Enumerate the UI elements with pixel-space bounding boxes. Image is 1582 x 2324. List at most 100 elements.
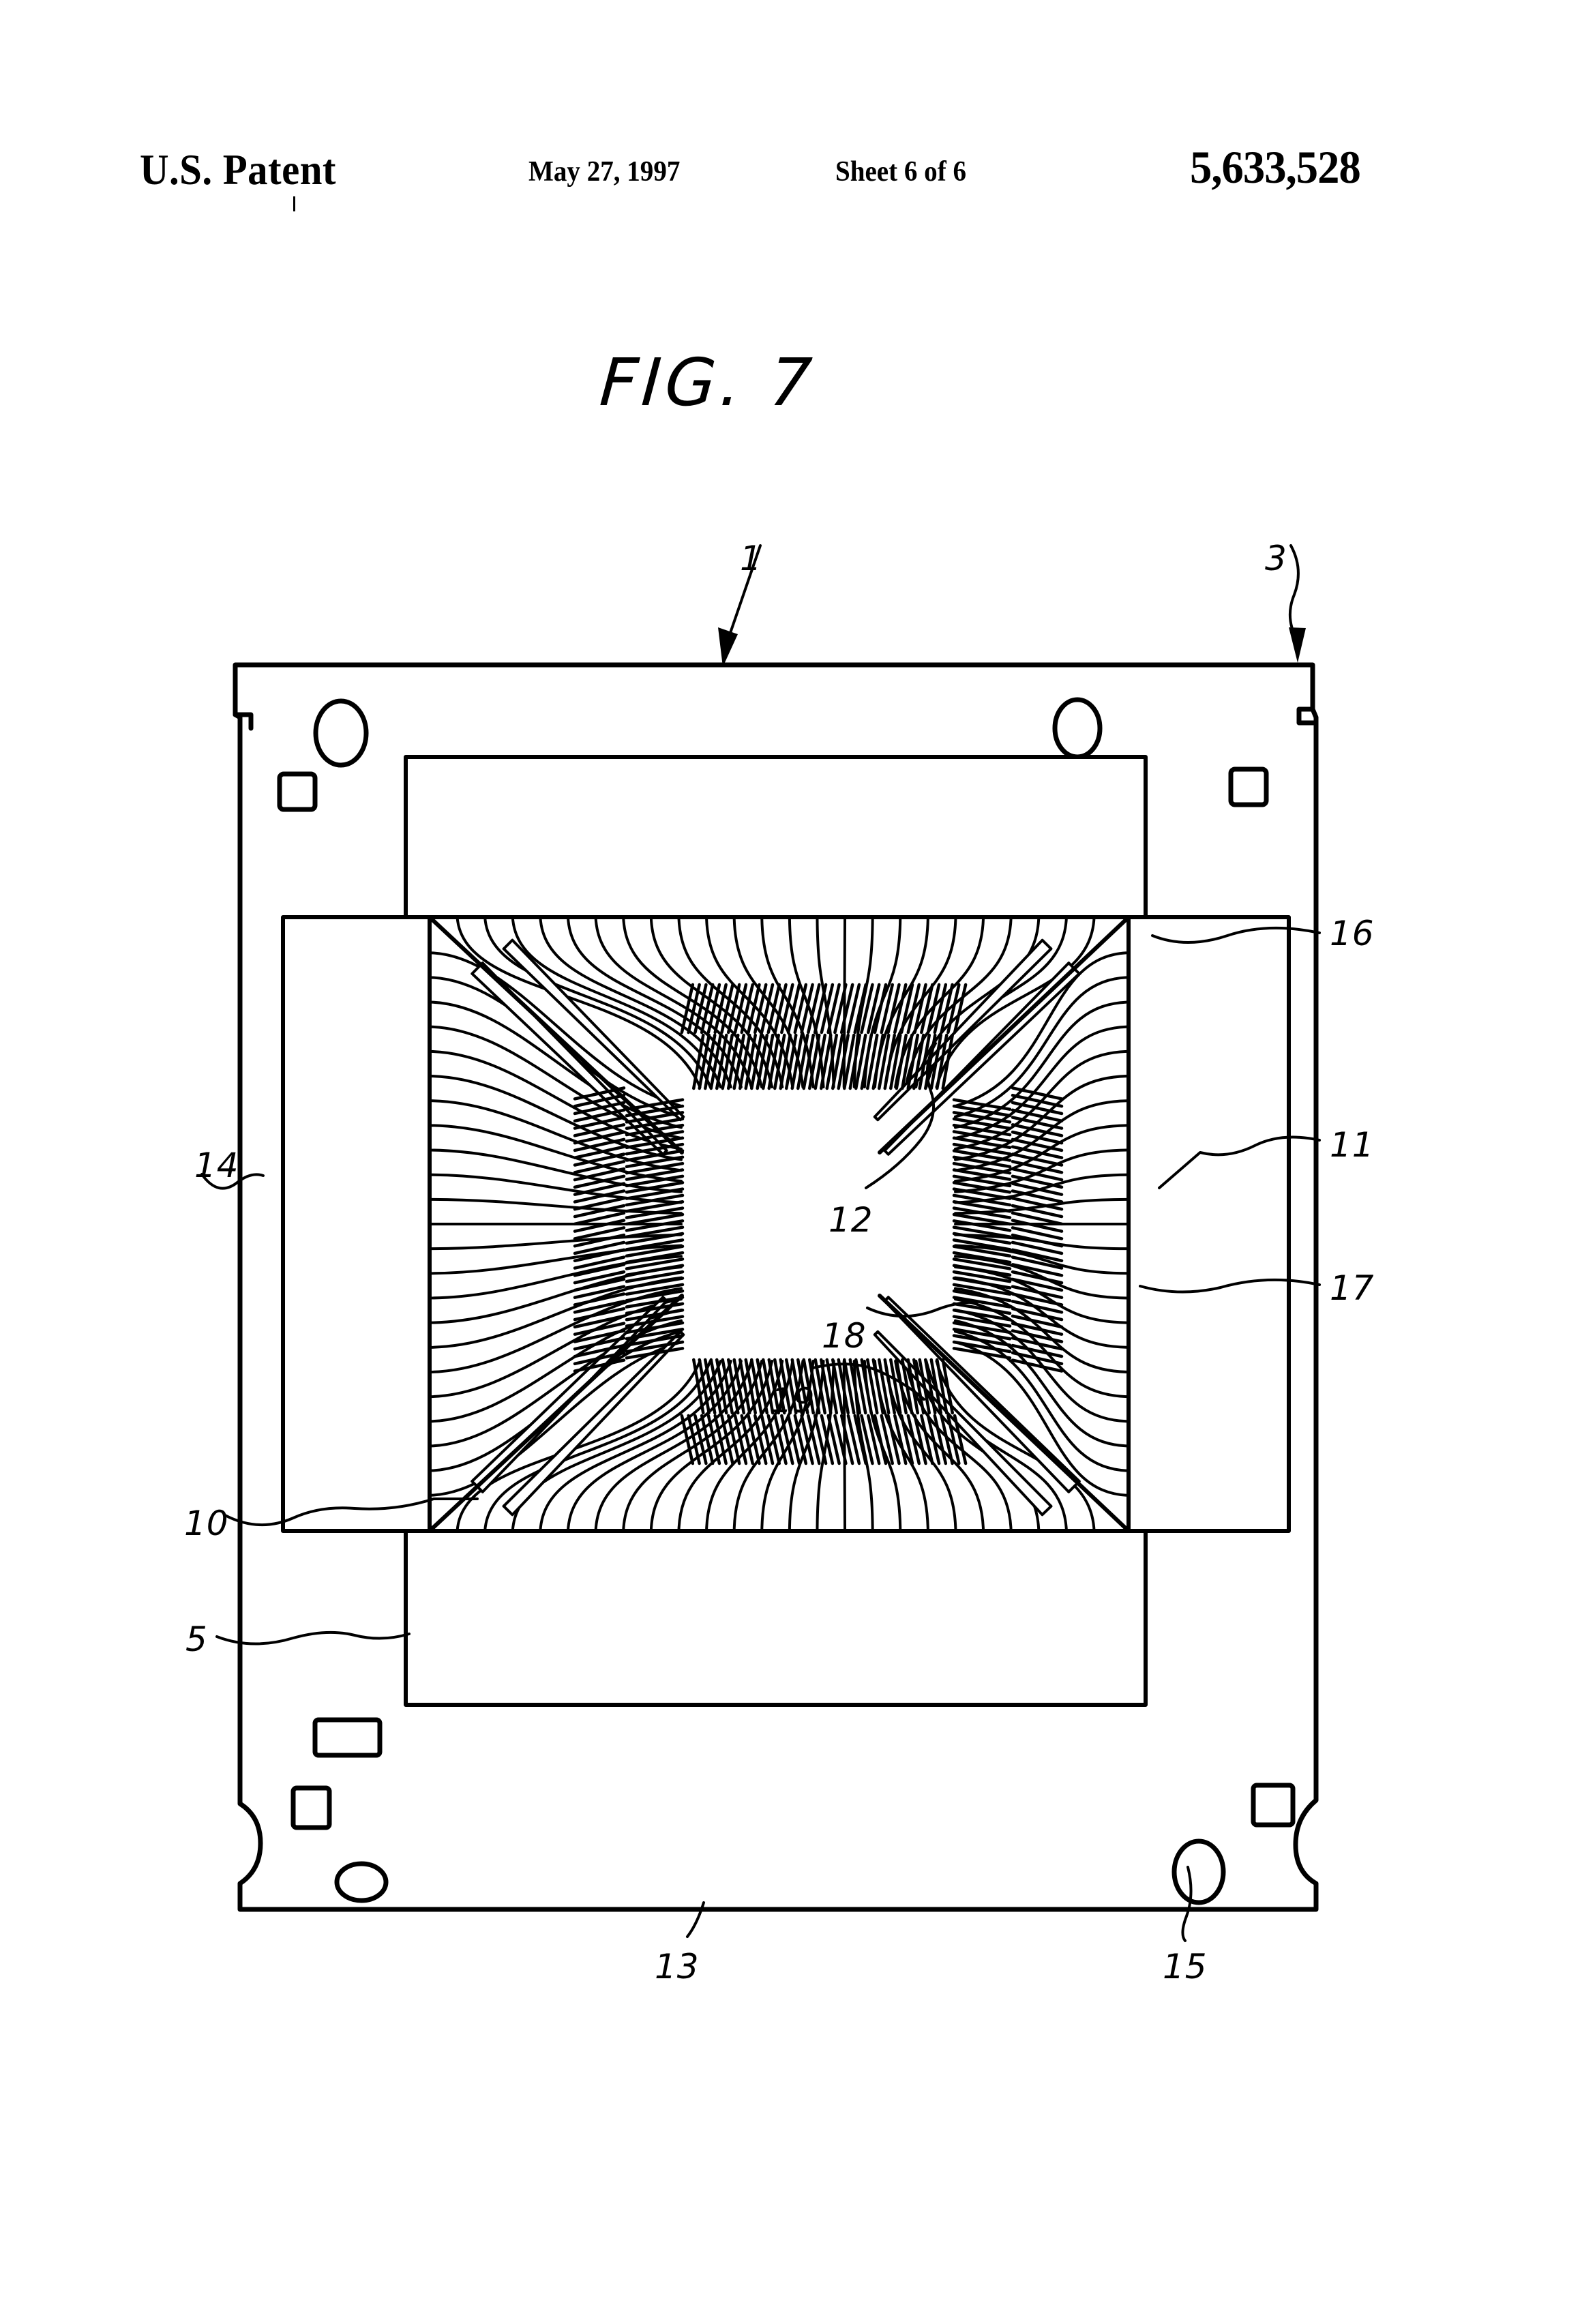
inner-lead-tip-outer bbox=[866, 983, 881, 1034]
inner-lead-tip-outer bbox=[1011, 1182, 1064, 1196]
inner-lead-trace bbox=[954, 951, 1133, 1107]
inner-lead-tip bbox=[952, 1123, 1012, 1137]
inner-lead-tip bbox=[692, 1358, 705, 1415]
inner-lead-tip bbox=[906, 1033, 919, 1090]
inner-lead-tip bbox=[883, 1358, 896, 1415]
inner-lead-tip-outer bbox=[753, 983, 768, 1034]
inner-lead-tip bbox=[918, 1033, 931, 1090]
inner-lead-tip-outer bbox=[846, 1414, 861, 1465]
inner-lead-tip bbox=[762, 1033, 775, 1090]
inner-lead-tip-outer bbox=[573, 1358, 626, 1373]
inner-lead-tip bbox=[912, 1358, 925, 1415]
inner-lead-tip-outer bbox=[747, 1414, 761, 1465]
inner-lead-tip-outer bbox=[573, 1160, 626, 1174]
reference-numeral-12: 12 bbox=[829, 1200, 874, 1240]
inner-lead-tip bbox=[625, 1277, 685, 1290]
inner-lead-tip-outer bbox=[1011, 1116, 1064, 1130]
inner-lead-tip-outer bbox=[1011, 1285, 1064, 1299]
inner-lead-tip-outer bbox=[733, 983, 748, 1034]
inner-lead-tip-outer bbox=[573, 1336, 626, 1351]
reference-numeral-1: 1 bbox=[740, 539, 762, 578]
inner-lead-trace bbox=[511, 912, 722, 1088]
inner-lead-tip-outer bbox=[573, 1204, 626, 1219]
inner-lead-tip-outer bbox=[747, 983, 761, 1034]
inner-lead-tip-outer bbox=[1011, 1233, 1064, 1248]
inner-lead-tip bbox=[625, 1155, 685, 1169]
inner-lead-tip bbox=[936, 1033, 949, 1090]
corner-lead bbox=[502, 938, 685, 1122]
reference-numeral-10: 10 bbox=[184, 1504, 229, 1543]
inner-lead-tip bbox=[773, 1033, 786, 1090]
inner-lead-tip bbox=[901, 1033, 914, 1090]
inner-lead-tip bbox=[952, 1257, 1012, 1270]
inner-lead-tip bbox=[871, 1033, 884, 1090]
reference-numeral-5: 5 bbox=[185, 1620, 208, 1659]
inner-lead-tip bbox=[952, 1193, 1012, 1207]
inner-lead-tip-outer bbox=[893, 1414, 908, 1465]
inner-lead-tip bbox=[843, 1358, 856, 1415]
inner-lead-tip bbox=[625, 1206, 685, 1219]
inner-lead-tip bbox=[625, 1257, 685, 1270]
inner-lead-tip bbox=[721, 1033, 734, 1090]
inner-lead-tip bbox=[625, 1174, 685, 1188]
patent-issue-date: May 27, 1997 bbox=[528, 156, 681, 188]
inner-lead-tip bbox=[866, 1033, 879, 1090]
inner-lead-tip-outer bbox=[573, 1314, 626, 1329]
inner-lead-tip-outer bbox=[800, 1414, 814, 1465]
inner-lead-tip bbox=[831, 1358, 844, 1415]
inner-lead-trace bbox=[935, 1360, 1096, 1536]
inner-lead-tip-outer bbox=[1011, 1093, 1064, 1108]
inner-lead-tip-outer bbox=[913, 1414, 927, 1465]
inner-lead-tip-outer bbox=[573, 1211, 626, 1226]
inner-lead-tip bbox=[738, 1033, 751, 1090]
inner-lead-tip bbox=[820, 1358, 833, 1415]
leader-line-14 bbox=[200, 1173, 265, 1190]
inner-lead-tip-outer bbox=[860, 983, 874, 1034]
inner-lead-tip bbox=[790, 1358, 803, 1415]
inner-lead-tip bbox=[825, 1033, 838, 1090]
index-hole-square-bl bbox=[290, 1785, 332, 1830]
leader-arrow-1 bbox=[718, 627, 738, 667]
inner-lead-tip bbox=[767, 1033, 780, 1090]
inner-lead-tip-outer bbox=[706, 1414, 721, 1465]
inner-lead-trace bbox=[483, 1360, 712, 1536]
inner-lead-tip-outer bbox=[880, 983, 894, 1034]
inner-lead-tip-outer bbox=[1011, 1336, 1064, 1351]
inner-lead-tip bbox=[889, 1358, 902, 1415]
index-hole-oval-tl bbox=[313, 698, 369, 768]
inner-lead-tip bbox=[929, 1358, 942, 1415]
inner-lead-tip bbox=[625, 1193, 685, 1207]
inner-lead-tip bbox=[625, 1098, 685, 1111]
inner-lead-tip-outer bbox=[1011, 1314, 1064, 1329]
inner-lead-tip-outer bbox=[680, 1414, 695, 1465]
inner-lead-tip-outer bbox=[766, 983, 781, 1034]
inner-lead-tip bbox=[952, 1245, 1012, 1257]
inner-lead-tip bbox=[625, 1347, 685, 1360]
inner-lead-tip-outer bbox=[1011, 1204, 1064, 1219]
inner-lead-tip bbox=[625, 1270, 685, 1283]
inner-lead-tip-outer bbox=[680, 983, 695, 1034]
inner-lead-tip-outer bbox=[906, 1414, 921, 1465]
inner-lead-tip-outer bbox=[820, 983, 835, 1034]
inner-lead-tip-outer bbox=[773, 983, 788, 1034]
inner-lead-tip bbox=[952, 1104, 1012, 1118]
inner-lead-tip bbox=[625, 1142, 685, 1156]
inner-lead-tip bbox=[698, 1358, 711, 1415]
inner-lead-tip bbox=[625, 1245, 685, 1257]
inner-lead-tip-outer bbox=[833, 983, 848, 1034]
inner-lead-tip bbox=[790, 1033, 803, 1090]
inner-lead-tip-outer bbox=[573, 1137, 626, 1152]
inner-lead-tip-outer bbox=[1011, 1137, 1064, 1152]
inner-lead-tip-outer bbox=[833, 1414, 848, 1465]
inner-lead-tip-outer bbox=[839, 1414, 854, 1465]
inner-lead-tip bbox=[750, 1358, 763, 1415]
index-hole-square-tl bbox=[277, 771, 318, 812]
inner-lead-tip bbox=[860, 1358, 873, 1415]
inner-lead-tip bbox=[625, 1130, 685, 1143]
inner-lead-trace bbox=[904, 912, 1013, 1088]
inner-lead-tip bbox=[820, 1033, 833, 1090]
inner-lead-tip bbox=[625, 1308, 685, 1322]
inner-lead-tip-outer bbox=[926, 1414, 941, 1465]
index-hole-oval-bl bbox=[334, 1861, 389, 1903]
